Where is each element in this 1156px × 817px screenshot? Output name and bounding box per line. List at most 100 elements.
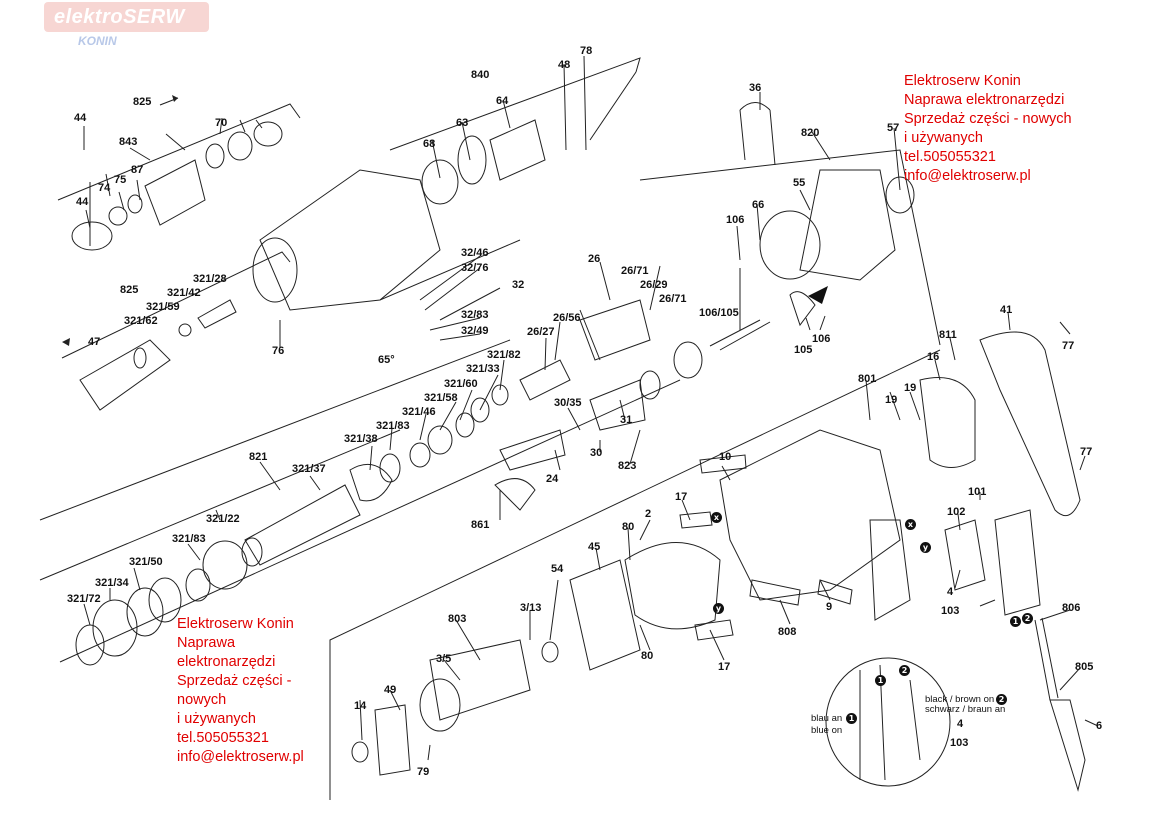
marker-x: x (905, 519, 916, 530)
part-label: 80 (622, 521, 635, 533)
part-label: 26/71 (621, 265, 649, 277)
part-label: 9 (826, 601, 833, 613)
part-label: 57 (887, 122, 900, 134)
part-label: 14 (354, 700, 367, 712)
part-label: 49 (384, 684, 397, 696)
part-label: 26/27 (527, 326, 555, 338)
part-label: 321/42 (167, 287, 201, 299)
part-label: 32/76 (461, 262, 489, 274)
part-label: 65° (378, 354, 395, 366)
part-label: 321/28 (193, 273, 227, 285)
part-label: 3/5 (436, 653, 452, 665)
part-label: 321/82 (487, 349, 521, 361)
part-label: 806 (1062, 602, 1081, 614)
part-label: 811 (939, 329, 957, 341)
part-label: 75 (114, 174, 127, 186)
part-label: 6 (1096, 720, 1103, 732)
part-label: 16 (927, 351, 940, 363)
inset-part-4: 4 (957, 718, 964, 730)
watermark-logo-bg (44, 2, 209, 32)
part-label: 30 (590, 447, 603, 459)
part-label: 106 (812, 333, 831, 345)
inset-black-brown: black / brown on (925, 694, 995, 705)
part-label: 26/29 (640, 279, 668, 291)
marker-x: x (711, 512, 722, 523)
part-label: 26/71 (659, 293, 687, 305)
marker-y: y (713, 603, 724, 614)
part-label: 106 (726, 214, 745, 226)
part-label: 48 (558, 59, 571, 71)
part-label: 78 (580, 45, 593, 57)
inset-blau-an: blau an (811, 713, 843, 724)
contact-info-top: Elektroserw Konin Naprawa elektronarzędz… (904, 73, 1072, 184)
part-label: 44 (74, 112, 87, 124)
part-label: 321/46 (402, 406, 436, 418)
part-label: 805 (1075, 661, 1094, 673)
part-label: 825 (133, 96, 152, 108)
part-label: 45 (588, 541, 601, 553)
inset-badge-2: 2 (899, 665, 910, 676)
part-label: 861 (471, 519, 490, 531)
part-label: 4 (947, 586, 954, 598)
part-label: 47 (88, 336, 101, 348)
part-label: 64 (496, 95, 509, 107)
part-label: 24 (546, 473, 559, 485)
part-label: 55 (793, 177, 806, 189)
part-label: 803 (448, 613, 467, 625)
part-label: 74 (98, 182, 111, 194)
part-label: 105 (794, 344, 813, 356)
marker-y: y (920, 542, 931, 553)
part-label: 77 (1080, 446, 1093, 458)
part-label: 63 (456, 117, 469, 129)
contact-info-bottom: Elektroserw Konin Naprawa elektronarzędz… (177, 616, 304, 765)
marker-2: 2 (1022, 613, 1033, 624)
part-label: 26 (588, 253, 601, 265)
part-label: 321/34 (95, 577, 129, 589)
part-label: 321/60 (444, 378, 478, 390)
part-label: 321/37 (292, 463, 326, 475)
part-label: 70 (215, 117, 228, 129)
part-label: 321/50 (129, 556, 163, 568)
part-label: 2 (645, 508, 652, 520)
part-label: 54 (551, 563, 564, 575)
part-label: 840 (471, 69, 490, 81)
part-label: 66 (752, 199, 765, 211)
part-label: 32/46 (461, 247, 489, 259)
part-label: 102 (947, 506, 966, 518)
inset-schwarz: schwarz / braun an (925, 704, 1006, 715)
part-label: 820 (801, 127, 820, 139)
part-label: 36 (749, 82, 762, 94)
part-label: 79 (417, 766, 430, 778)
part-label: 32/83 (461, 309, 489, 321)
part-label: 106/105 (699, 307, 739, 319)
part-label: 32 (512, 279, 525, 291)
part-label: 103 (941, 605, 960, 617)
part-label: 825 (120, 284, 139, 296)
inset-part-103: 103 (950, 737, 969, 749)
part-label: 31 (620, 414, 633, 426)
part-label: 321/72 (67, 593, 101, 605)
inset-badge-2: 2 (996, 694, 1007, 705)
part-label: 77 (1062, 340, 1075, 352)
part-label: 101 (968, 486, 987, 498)
part-label: 76 (272, 345, 285, 357)
part-label: 321/62 (124, 315, 158, 327)
part-label: 823 (618, 460, 637, 472)
part-label: 821 (249, 451, 268, 463)
part-label: 17 (675, 491, 688, 503)
part-label: 26/56 (553, 312, 581, 324)
part-label: 44 (76, 196, 89, 208)
watermark-brand: elektroSERW (54, 6, 185, 28)
part-label: 17 (718, 661, 731, 673)
part-label: 321/33 (466, 363, 500, 375)
part-label: 41 (1000, 304, 1013, 316)
part-label: 3/13 (520, 602, 542, 614)
part-label: 19 (904, 382, 917, 394)
part-label: 68 (423, 138, 436, 150)
part-label: 321/83 (376, 420, 410, 432)
part-label: 10 (719, 451, 732, 463)
part-label: 30/35 (554, 397, 582, 409)
part-label: 32/49 (461, 325, 489, 337)
part-label: 321/22 (206, 513, 240, 525)
